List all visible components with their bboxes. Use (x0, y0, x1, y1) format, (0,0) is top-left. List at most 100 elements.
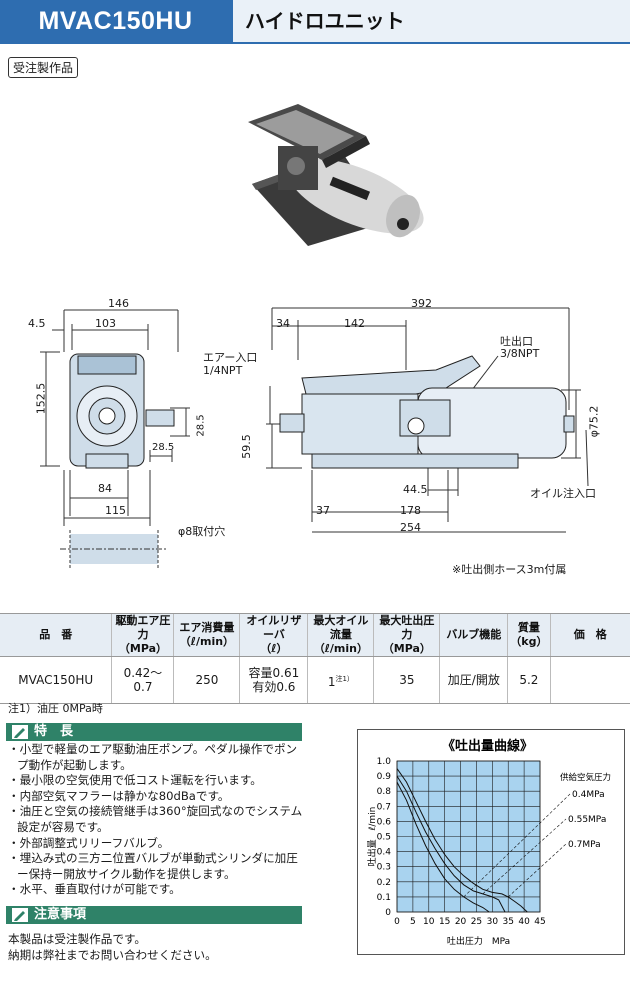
dim-59-5: 59.5 (239, 434, 253, 459)
air-inlet-size: 1/4NPT (203, 364, 243, 377)
product-name-bar: ハイドロユニット (231, 0, 630, 42)
side-view-drawing (266, 307, 589, 533)
pencil-icon (12, 725, 28, 739)
y-tick-label: 0.6 (377, 817, 392, 827)
x-tick-label: 10 (423, 917, 435, 927)
model-title: MVAC150HU (0, 0, 231, 42)
cell-air-consumption: 250 (173, 656, 240, 704)
list-item: ・小型で軽量のエア駆動油圧ポンプ。ペダル操作でポンプ動作が起動します。 (8, 742, 298, 772)
y-tick-label: 1.0 (377, 757, 392, 767)
col-mass: 質量（kg） (507, 613, 550, 657)
cell-model: MVAC150HU (0, 656, 112, 704)
y-tick-label: 0.5 (377, 833, 391, 843)
product-name: ハイドロユニット (245, 9, 405, 33)
air-inlet-label: エアー入口 (203, 351, 258, 364)
dim-254: 254 (400, 521, 421, 534)
dim-146: 146 (108, 297, 129, 310)
x-axis-label: 吐出圧力 MPa (447, 935, 510, 947)
dim-34: 34 (276, 317, 290, 330)
cell-valve: 加圧/開放 (439, 656, 508, 704)
chart-title: 《吐出量曲線》 (442, 738, 533, 754)
front-view-drawing (40, 309, 190, 526)
list-item: ・内部空気マフラーは静かな80dBaです。 (8, 788, 230, 803)
y-tick-label: 0.4 (377, 848, 392, 858)
pump-photo (248, 104, 424, 246)
y-tick-label: 0.8 (377, 787, 392, 797)
series-line-0.7MPa (396, 768, 528, 913)
dim-103: 103 (95, 317, 116, 330)
col-valve: バルブ機能 (439, 613, 508, 657)
oil-inlet-label: オイル注入口 (530, 487, 596, 500)
caution-line: 本製品は受注製作品です。 (8, 932, 146, 946)
x-tick-label: 35 (502, 917, 513, 927)
x-tick-label: 40 (518, 917, 530, 927)
list-item: ・油圧と空気の接続管継手は360°旋回式なのでシステム設定が容易です。 (8, 804, 303, 834)
table-header-row: 品 番 駆動エア圧力（MPa） エア消費量（ℓ/min） オイルリザーバ（ℓ） … (0, 613, 630, 657)
dim-392: 392 (411, 297, 432, 310)
dim-4-5: 4.5 (28, 317, 46, 330)
mount-hole-label: φ8取付穴 (178, 525, 226, 538)
y-axis-label: 吐出量 ℓ/min (366, 807, 378, 867)
dim-28-5-vertical: 28.5 (195, 414, 207, 437)
caution-text: 本製品は受注製作品です。 納期は弊社までお問い合わせください。 (8, 931, 217, 963)
legend-title: 供給空気圧力 (560, 772, 611, 783)
col-max-pressure: 最大吐出圧力（MPa） (373, 613, 440, 657)
dim-115: 115 (105, 504, 126, 517)
cell-max-flow: 1注1） (307, 656, 374, 704)
pencil-icon (12, 908, 28, 922)
outlet-size: 3/8NPT (500, 347, 540, 360)
series-line-0.55MPa (396, 775, 506, 913)
x-tick-label: 15 (439, 917, 450, 927)
x-tick-label: 25 (471, 917, 482, 927)
list-item: ・外部調整式リリーフバルブ。 (8, 835, 170, 850)
table-footnote: 注1）油圧 0MPa時 (8, 702, 103, 715)
col-air-consumption: エア消費量（ℓ/min） (173, 613, 240, 657)
y-tick-label: 0.2 (377, 878, 391, 888)
dim-84: 84 (98, 482, 112, 495)
x-tick-label: 0 (394, 917, 400, 927)
cell-mass: 5.2 (507, 656, 550, 704)
features-list: ・小型で軽量のエア駆動油圧ポンプ。ペダル操作でポンプ動作が起動します。 ・最小限… (8, 742, 308, 898)
dim-142: 142 (344, 317, 365, 330)
made-to-order-badge: 受注製作品 (8, 57, 79, 78)
cell-max-pressure: 35 (373, 656, 440, 704)
outlet-label: 吐出口 (500, 335, 533, 348)
cell-price (549, 656, 630, 704)
list-item: ・埋込み式の三方二位置バルブが単動式シリンダに加圧ー保持ー開放サイクル動作を提供… (8, 851, 298, 881)
series-leader-line (482, 818, 567, 895)
y-tick-label: 0.7 (377, 802, 391, 812)
hose-note: ※吐出側ホース3m付属 (452, 563, 567, 576)
list-item: ・最小限の空気使用で低コスト運転を行います。 (8, 773, 262, 788)
caution-line: 納期は弊社までお問い合わせください。 (8, 948, 217, 962)
x-tick-label: 45 (534, 917, 545, 927)
spec-table: 品 番 駆動エア圧力（MPa） エア消費量（ℓ/min） オイルリザーバ（ℓ） … (0, 613, 630, 704)
series-label: 0.7MPa (568, 840, 601, 850)
y-tick-label: 0.9 (377, 772, 392, 782)
col-air-pressure: 駆動エア圧力（MPa） (111, 613, 174, 657)
x-tick-label: 30 (487, 917, 499, 927)
series-line-0.4MPa (396, 781, 490, 913)
series-label: 0.4MPa (572, 790, 605, 800)
dim-28-5-horizontal: 28.5 (152, 442, 175, 453)
x-tick-label: 20 (455, 917, 467, 927)
features-heading: 特 長 (6, 723, 302, 741)
cell-air-pressure: 0.42〜0.7 (111, 656, 174, 704)
dim-37: 37 (316, 504, 330, 517)
series-leader-line (508, 843, 567, 898)
dim-178: 178 (400, 504, 421, 517)
plot-frame (396, 760, 541, 913)
y-tick-label: 0.3 (377, 863, 391, 873)
list-item: ・水平、垂直取付けが可能です。 (8, 882, 181, 897)
col-reservoir: オイルリザーバ（ℓ） (239, 613, 308, 657)
y-tick-label: 0 (385, 908, 391, 918)
x-tick-label: 5 (410, 917, 416, 927)
col-price: 価 格 (549, 613, 630, 657)
dim-44-5: 44.5 (403, 483, 428, 496)
dim-152-5: 152.5 (34, 382, 48, 415)
mount-hole-detail (60, 530, 168, 568)
dim-phi-75-2: φ75.2 (587, 405, 601, 438)
